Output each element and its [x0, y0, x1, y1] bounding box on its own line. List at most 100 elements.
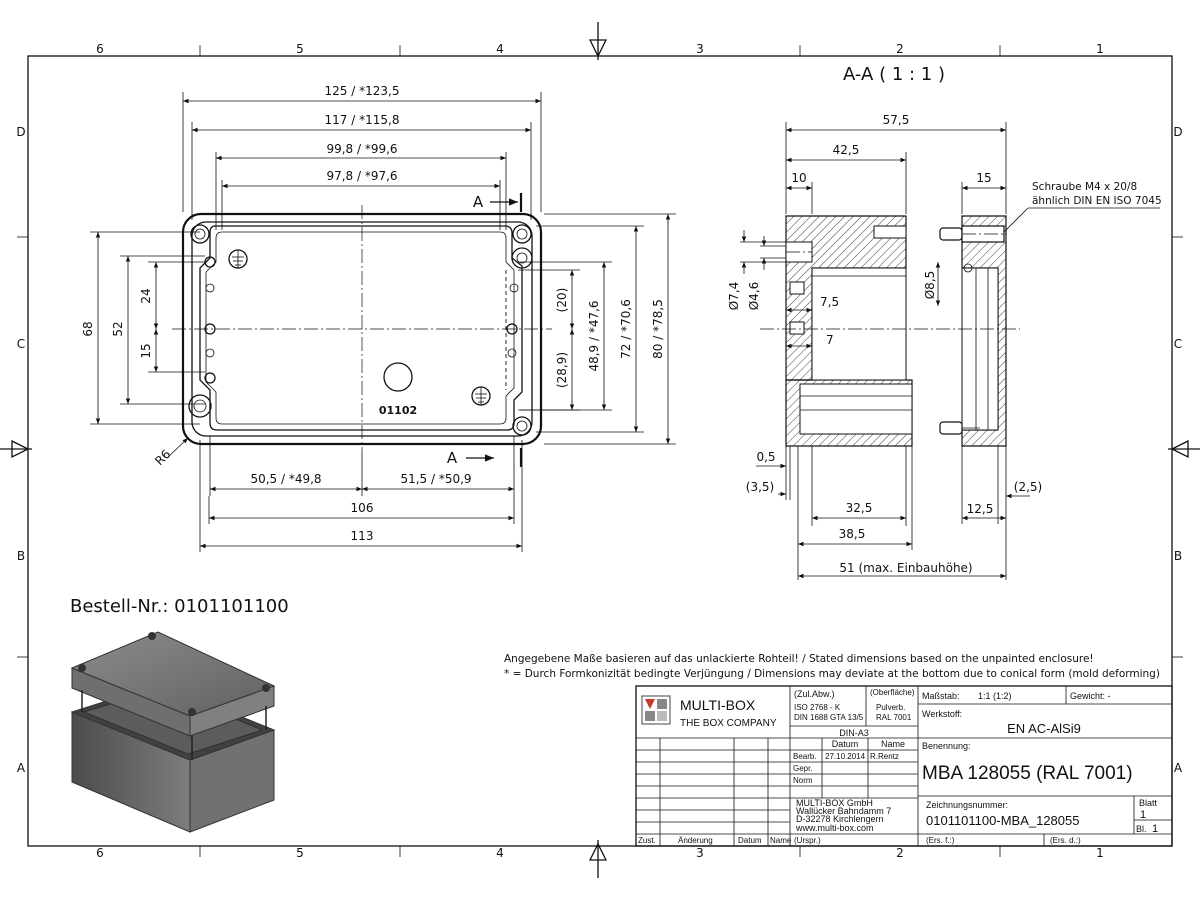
svg-text:Schraube M4 x 20/8: Schraube M4 x 20/8 — [1032, 181, 1137, 193]
svg-text:1: 1 — [1140, 809, 1146, 821]
section-marker-top: A — [473, 193, 523, 212]
dimension-top: 97,8 / *97,6 — [221, 169, 501, 230]
dimension-section-bottom: 38,5 — [797, 446, 913, 580]
zone-col-label: 6 — [96, 42, 104, 56]
cable-entry-hole — [383, 362, 413, 392]
svg-text:Werkstoff:: Werkstoff: — [922, 709, 962, 719]
screw-icon — [939, 225, 1005, 243]
corner-hole — [511, 247, 533, 269]
zone-col-label: 5 — [296, 846, 304, 860]
svg-text:7: 7 — [826, 333, 834, 347]
svg-text:R6: R6 — [152, 447, 173, 468]
section-view: A-A ( 1 : 1 ) — [727, 64, 1162, 580]
corner-hole — [512, 224, 532, 244]
zone-col-label: 1 — [1096, 846, 1104, 860]
svg-text:ähnlich DIN EN ISO 7045: ähnlich DIN EN ISO 7045 — [1032, 195, 1162, 207]
corner-hole — [188, 394, 212, 418]
dimension-left: 68 — [81, 231, 200, 425]
zone-row-label: C — [17, 337, 25, 351]
zone-col-label: 2 — [896, 42, 904, 56]
svg-text:D-32278 Kirchlengern: D-32278 Kirchlengern — [796, 814, 884, 824]
zone-col-label: 3 — [696, 42, 704, 56]
svg-text:72 / *70,6: 72 / *70,6 — [619, 299, 633, 359]
svg-text:(Urspr.): (Urspr.) — [794, 836, 821, 845]
radius-label: R6 — [152, 437, 189, 468]
dimension-depth: 7 — [786, 333, 834, 349]
engraving-label: 01102 — [379, 404, 417, 417]
dimension-left: 24 — [139, 261, 205, 329]
svg-text:(Ers. d.:): (Ers. d.:) — [1050, 836, 1081, 845]
svg-text:106: 106 — [351, 501, 374, 515]
svg-text:57,5: 57,5 — [883, 113, 910, 127]
dimension-section-top: 10 — [786, 171, 813, 214]
dimension-depth: 7,5 — [786, 295, 839, 313]
svg-text:DIN-A3: DIN-A3 — [839, 728, 869, 738]
zone-row-label: C — [1174, 337, 1182, 351]
dimension-section-bottom: 12,5 (2,5) — [961, 446, 1042, 524]
material-value: EN AC-AlSi9 — [1007, 721, 1081, 736]
multi-box-logo-icon — [641, 695, 671, 725]
svg-text:27.10.2014: 27.10.2014 — [825, 752, 866, 761]
earth-symbol-icon — [228, 249, 248, 269]
svg-text:42,5: 42,5 — [833, 143, 860, 157]
zone-col-label: 4 — [496, 846, 504, 860]
svg-text:(2,5): (2,5) — [1014, 480, 1042, 494]
svg-text:24: 24 — [139, 288, 153, 303]
svg-text:Name: Name — [770, 836, 792, 845]
dimension-diameter: Ø4,6 — [747, 236, 786, 310]
zone-row-label: D — [1173, 125, 1182, 139]
svg-text:50,5 / *49,8: 50,5 / *49,8 — [250, 472, 321, 486]
svg-text:Gepr.: Gepr. — [793, 764, 813, 773]
dimension-section-top: 57,5 — [785, 113, 1007, 214]
note-line: Angegebene Maße basieren auf das unlacki… — [504, 653, 1094, 665]
top-view: 01102 A A 125 / *123,5 117 / *115,8 — [81, 84, 676, 552]
dimension-right: 80 / *78,5 — [544, 213, 676, 445]
svg-text:80 / *78,5: 80 / *78,5 — [651, 299, 665, 359]
dimension-top: 99,8 / *99,6 — [215, 142, 507, 230]
dimension-left: 52 — [111, 255, 205, 405]
dimension-bottom: 50,5 / *49,8 51,5 / *50,9 — [209, 436, 515, 496]
corner-hole — [190, 224, 210, 244]
svg-text:Blatt: Blatt — [1139, 798, 1158, 808]
svg-text:97,8 / *97,6: 97,8 / *97,6 — [326, 169, 397, 183]
zone-col-label: 1 — [1096, 42, 1104, 56]
dimension-right: 48,9 / *47,6 — [520, 261, 612, 411]
svg-text:7,5: 7,5 — [820, 295, 839, 309]
svg-text:(Zul.Abw.): (Zul.Abw.) — [794, 689, 835, 699]
company-tagline: THE BOX COMPANY — [680, 718, 777, 729]
svg-text:Zeichnungsnummer:: Zeichnungsnummer: — [926, 800, 1008, 810]
svg-text:(28,9): (28,9) — [555, 352, 569, 388]
svg-text:1: 1 — [1152, 823, 1158, 835]
dimension-right: 72 / *70,6 — [536, 225, 644, 433]
zone-row-label: B — [1174, 549, 1182, 563]
svg-text:Pulverb.: Pulverb. — [876, 703, 905, 712]
svg-text:68: 68 — [81, 321, 95, 336]
centering-mark-right — [1168, 439, 1200, 459]
zone-row-label: B — [17, 549, 25, 563]
dimension-bottom: 113 — [199, 440, 523, 552]
svg-text:(3,5): (3,5) — [746, 480, 774, 494]
svg-text:Änderung: Änderung — [678, 836, 713, 845]
svg-text:Datum: Datum — [832, 739, 859, 749]
svg-text:(Ers. f.:): (Ers. f.:) — [926, 836, 955, 845]
zone-col-label: 6 — [96, 846, 104, 860]
dimension-right: (28,9) — [518, 329, 580, 411]
svg-text:MULTI-BOX GmbH: MULTI-BOX GmbH — [796, 798, 873, 808]
isometric-enclosure-image — [70, 631, 276, 833]
screw-icon — [939, 421, 980, 435]
svg-text:38,5: 38,5 — [839, 527, 866, 541]
centering-mark-top — [588, 22, 608, 60]
zone-col-label: 4 — [496, 42, 504, 56]
svg-text:51 (max. Einbauhöhe): 51 (max. Einbauhöhe) — [839, 561, 972, 575]
svg-text:15: 15 — [139, 343, 153, 358]
screw-note: Schraube M4 x 20/8 ähnlich DIN EN ISO 70… — [1003, 181, 1162, 233]
title-block: MULTI-BOX THE BOX COMPANY (Zul.Abw.) ISO… — [635, 685, 1173, 847]
svg-text:12,5: 12,5 — [967, 502, 994, 516]
svg-text:Norm: Norm — [793, 776, 813, 785]
dimension-section-top: 15 — [961, 171, 1006, 214]
svg-text:A: A — [447, 449, 458, 467]
section-title: A-A ( 1 : 1 ) — [843, 64, 945, 85]
svg-text:48,9 / *47,6: 48,9 / *47,6 — [587, 300, 601, 371]
screw-boss — [785, 225, 907, 263]
